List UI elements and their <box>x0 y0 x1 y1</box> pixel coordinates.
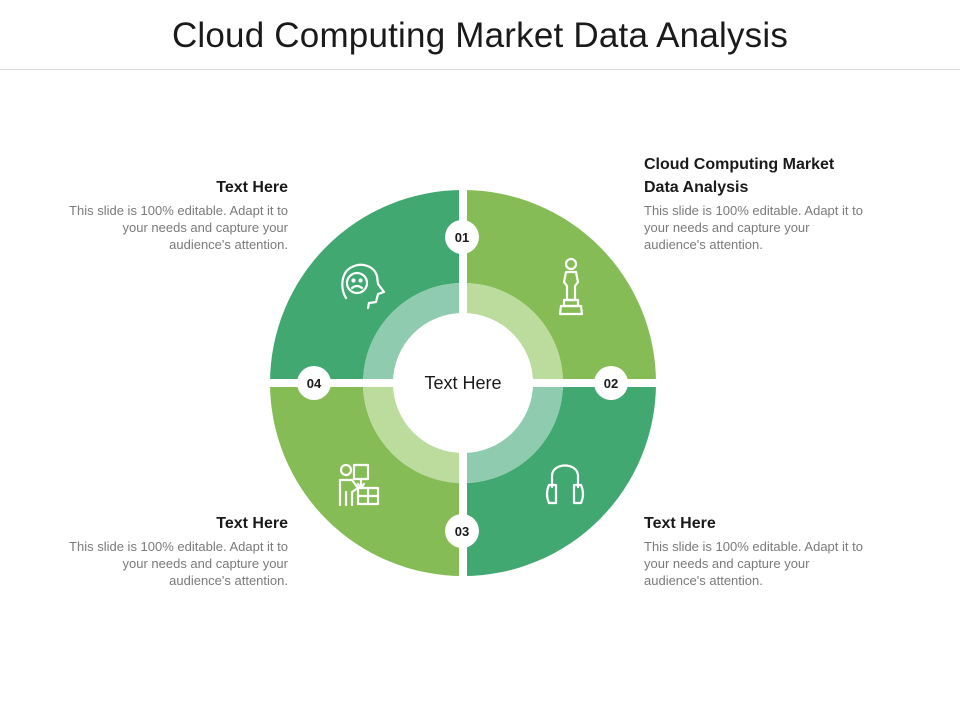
badge-04: 04 <box>297 366 331 400</box>
text-block-03-description: This slide is 100% editable. Adapt it to… <box>644 539 863 588</box>
trophy-statue-icon <box>558 257 584 316</box>
inner-ring-04 <box>363 383 463 483</box>
segment-03-quadrant <box>463 383 656 576</box>
text-block-02-heading: Cloud Computing Market Data Analysis <box>644 156 835 196</box>
text-block-04: Text Here This slide is 100% editable. A… <box>58 512 288 589</box>
badge-04-number: 04 <box>307 376 322 391</box>
badge-02-number: 02 <box>604 376 618 391</box>
text-block-03: Text Here This slide is 100% editable. A… <box>644 512 869 589</box>
text-block-01: Text Here This slide is 100% editable. A… <box>58 176 288 253</box>
text-block-01-heading: Text Here <box>216 179 288 196</box>
text-block-03-heading: Text Here <box>644 515 716 532</box>
text-block-02: Cloud Computing Market Data Analysis Thi… <box>644 153 869 253</box>
text-block-04-heading: Text Here <box>216 515 288 532</box>
badge-01-number: 01 <box>455 230 469 245</box>
headphones-icon <box>545 464 585 505</box>
badge-03: 03 <box>445 514 479 548</box>
segment-02-quadrant <box>463 190 656 383</box>
inner-ring-02 <box>463 283 563 383</box>
badge-02: 02 <box>594 366 628 400</box>
title-divider <box>0 69 960 70</box>
center-label: Text Here <box>424 373 501 393</box>
inner-ring-03 <box>463 383 563 483</box>
inner-ring-01 <box>363 283 463 383</box>
sad-face-head-icon <box>341 263 386 310</box>
puzzle-person-icon <box>338 463 380 507</box>
badge-01: 01 <box>445 220 479 254</box>
center-circle <box>393 313 533 453</box>
text-block-04-description: This slide is 100% editable. Adapt it to… <box>69 539 288 588</box>
page-title: Cloud Computing Market Data Analysis <box>171 16 789 55</box>
badge-03-number: 03 <box>455 524 469 539</box>
text-block-01-description: This slide is 100% editable. Adapt it to… <box>69 203 288 252</box>
text-block-02-description: This slide is 100% editable. Adapt it to… <box>644 203 863 252</box>
